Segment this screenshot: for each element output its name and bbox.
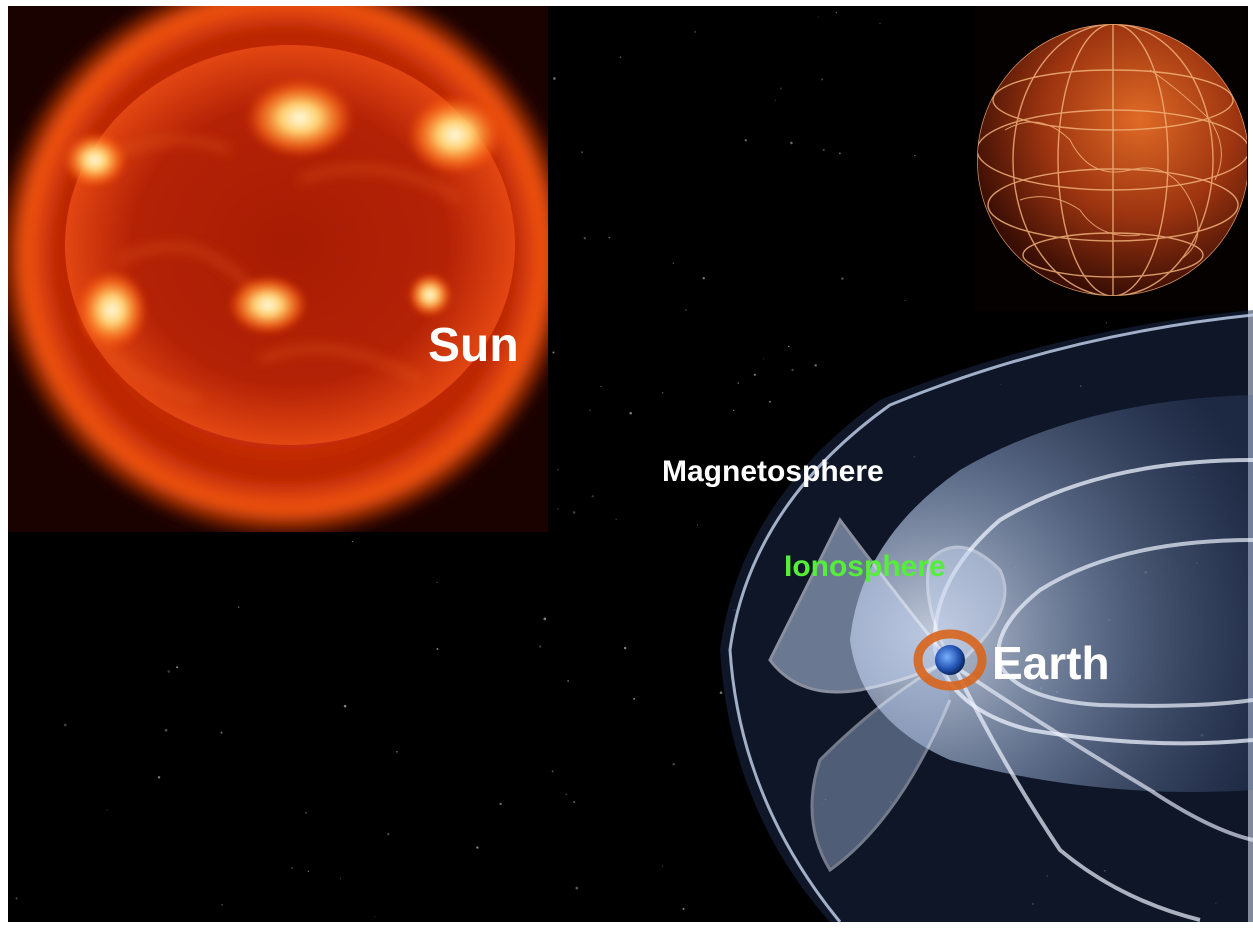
star [769,400,771,403]
star [343,704,347,708]
star [553,77,556,80]
star [737,382,739,384]
star [685,309,687,311]
star [351,540,354,543]
star [15,897,18,900]
star [817,16,819,18]
star [176,666,179,669]
star [904,299,906,302]
star [672,262,675,265]
star [753,373,757,376]
earth-label: Earth [992,637,1110,689]
star [693,476,696,480]
star [763,358,765,360]
star [619,56,622,59]
star [814,364,817,367]
star [552,351,555,354]
star [879,22,881,24]
star [543,617,547,621]
star [719,691,723,695]
star [305,811,307,814]
star [788,345,790,348]
earth-globe-image [975,6,1247,311]
star [662,392,664,394]
star [672,763,675,766]
star [744,139,747,142]
star [662,865,664,867]
star [791,368,794,372]
star [733,409,735,412]
star [581,151,584,154]
star [1105,322,1108,324]
star [600,385,602,388]
star [841,277,844,280]
star [374,916,376,918]
star [774,99,776,101]
star [591,495,594,498]
star [387,833,390,836]
star [838,152,841,155]
star [835,11,838,14]
star [237,606,240,608]
star [63,723,67,727]
star [583,237,586,240]
star [551,770,554,773]
star [167,670,171,673]
star [623,646,627,650]
star [499,802,502,806]
star [702,276,705,280]
star [615,518,617,520]
star [694,31,696,33]
star [589,409,591,412]
star [565,793,568,796]
star [307,870,310,873]
star [157,776,161,779]
star [572,511,576,514]
magnetosphere-image [720,310,1253,923]
star [821,78,823,81]
star [164,728,168,732]
star [476,846,479,849]
star [436,581,438,584]
star [629,411,632,415]
magnetosphere-label: Magnetosphere [662,455,884,488]
star [220,731,223,734]
star [567,680,569,682]
star [436,648,439,650]
star [395,750,398,753]
star [106,809,108,811]
star [340,877,342,879]
star [539,645,542,648]
star [221,904,223,906]
star [557,469,559,471]
star [779,87,782,90]
sun-image [8,6,548,532]
ionosphere-label: Ionosphere [784,550,946,583]
star [822,148,825,152]
sun-label: Sun [428,319,519,372]
star [575,886,579,890]
star [608,236,611,239]
star [573,801,576,804]
star [633,697,636,700]
star [914,154,916,157]
star [291,867,293,869]
star [557,508,559,510]
star [682,907,685,910]
star [790,141,793,145]
star [696,524,699,526]
